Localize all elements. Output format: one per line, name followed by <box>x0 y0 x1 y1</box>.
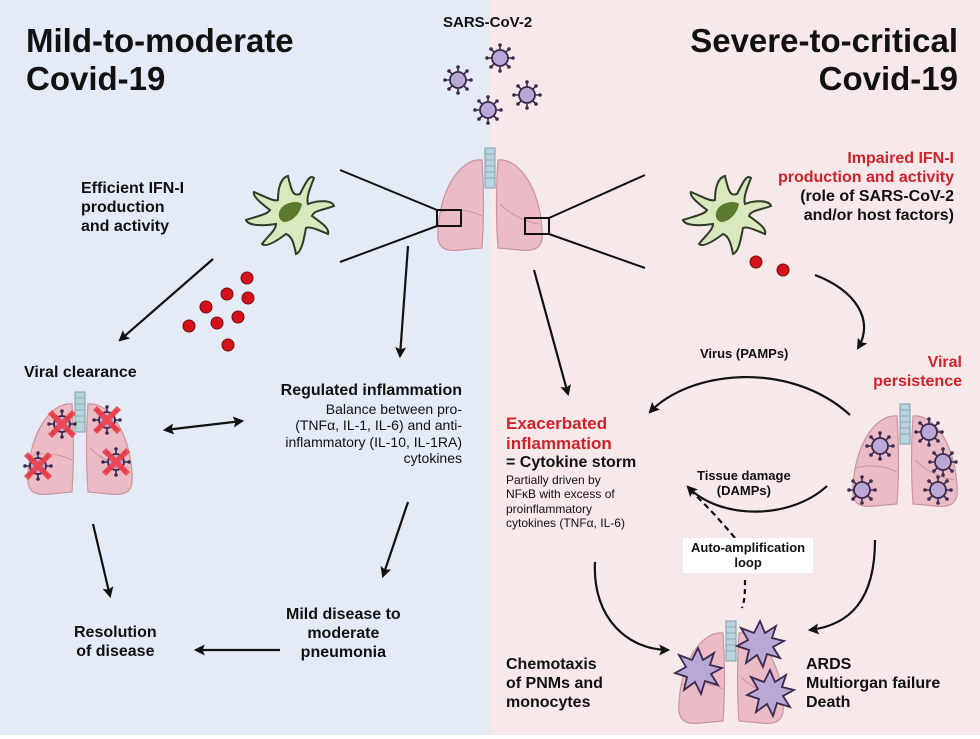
text-line: Impaired IFN-I <box>847 150 954 167</box>
impaired-ifn-label: Impaired IFN-I production and activity (… <box>778 150 954 226</box>
auto-amplification-box: Auto-amplification loop <box>683 538 814 573</box>
arrow-tissue-damage <box>686 485 828 513</box>
text-line: Tissue damage <box>697 468 791 483</box>
text-line: Partially driven by <box>506 472 601 487</box>
damaged-lungs-icon <box>674 620 795 725</box>
dendritic-cell-right-icon <box>682 175 772 255</box>
text-line: loop <box>734 555 762 571</box>
dashed-loop-connector <box>740 579 747 609</box>
text-line: of PNMs and <box>506 674 603 692</box>
text-line: (role of SARS-CoV-2 <box>800 187 954 205</box>
severe-title-line2: Covid-19 <box>818 59 958 97</box>
arrow-to-resolution <box>91 523 114 599</box>
mild-title-line2: Covid-19 <box>26 59 166 97</box>
text-line: and activity <box>81 217 170 235</box>
text-line: production <box>81 198 165 216</box>
viral-clearance-lungs-icon <box>22 391 133 496</box>
viral-persistence-label: Viral persistence <box>873 354 962 392</box>
arrow-to-mild-disease <box>380 501 410 579</box>
zoom-line <box>339 225 438 263</box>
arrow-to-ards <box>807 539 877 635</box>
text-line: Viral <box>927 354 962 371</box>
dendritic-cell-left-icon <box>245 175 335 255</box>
regulated-inflammation-block: Regulated inflammation Balance between p… <box>281 382 462 467</box>
mild-disease-label: Mild disease to moderate pneumonia <box>286 606 401 663</box>
text-line: proinflammatory <box>506 501 593 516</box>
text-line: moderate <box>307 624 380 642</box>
ifn-molecules-right <box>749 255 790 277</box>
text-line: NFκB with excess of <box>506 487 615 502</box>
text-line: cytokines <box>403 450 462 467</box>
regulated-inflammation-heading: Regulated inflammation <box>280 382 462 399</box>
virus-particle <box>472 94 504 126</box>
zoom-line <box>548 233 646 269</box>
ifn-molecules-left <box>182 271 255 352</box>
bottom-border <box>0 735 980 739</box>
outcomes-label: ARDS Multiorgan failure Death <box>806 656 940 713</box>
text-line: inflammatory (IL-10, IL-1RA) <box>285 433 462 450</box>
chemotaxis-label: Chemotaxis of PNMs and monocytes <box>506 656 603 713</box>
viral-persistence-lungs-icon <box>846 403 959 508</box>
virus-particle <box>442 64 474 96</box>
virus-particle <box>484 42 516 74</box>
mild-to-moderate-panel <box>0 0 490 735</box>
text-line: and/or host factors) <box>803 206 954 224</box>
severe-to-critical-panel <box>490 0 980 735</box>
resolution-label: Resolution of disease <box>74 624 157 662</box>
text-line: pneumonia <box>300 643 387 661</box>
bidirectional-arrow <box>162 416 245 435</box>
arrow-to-chemotaxis <box>593 561 671 656</box>
arrow-to-viral-persistence <box>814 273 868 350</box>
zoom-box-right <box>524 217 550 235</box>
text-line: cytokines (TNFα, IL-6) <box>506 516 625 531</box>
sars-cov-2-label: SARS-CoV-2 <box>443 14 533 31</box>
exacerbated-inflammation-block: Exacerbated inflammation = Cytokine stor… <box>506 414 636 531</box>
central-lungs-icon <box>437 147 543 252</box>
text-line: of disease <box>76 642 155 660</box>
severe-title-line1: Severe-to-critical <box>690 22 958 59</box>
cytokine-storm-label: = Cytokine storm <box>506 454 637 472</box>
efficient-ifn-label: Efficient IFN-I production and activity <box>81 180 184 237</box>
severe-title: Severe-to-critical Covid-19 <box>690 22 958 98</box>
text-line: Resolution <box>74 624 157 641</box>
arrow-to-viral-clearance <box>118 258 214 342</box>
text-line: Auto-amplification <box>691 540 806 555</box>
text-line: Death <box>806 693 851 711</box>
text-line: inflammation <box>506 434 612 454</box>
text-line: persistence <box>873 372 962 390</box>
text-line: Balance between pro- <box>325 400 462 417</box>
text-line: Exacerbated <box>506 414 608 433</box>
text-line: Multiorgan failure <box>806 674 941 692</box>
zoom-line <box>339 169 438 211</box>
zoom-line <box>548 174 646 219</box>
arrow-virus-pamps <box>648 376 851 416</box>
text-line: (TNFα, IL-1, IL-6) and anti- <box>295 417 462 434</box>
virus-pamps-label: Virus (PAMPs) <box>700 346 789 361</box>
arrow-to-regulated-inflammation <box>395 245 410 359</box>
mild-title-line1: Mild-to-moderate <box>26 22 294 59</box>
text-line: Efficient IFN-I <box>81 180 185 197</box>
arrow-to-exacerbated-inflammation <box>532 269 571 397</box>
text-line: Chemotaxis <box>506 656 597 673</box>
virus-particle <box>511 79 543 111</box>
viral-clearance-label: Viral clearance <box>24 364 137 381</box>
zoom-box-left <box>436 209 462 227</box>
text-line: (DAMPs) <box>716 483 771 499</box>
text-line: production and activity <box>777 168 954 186</box>
text-line: ARDS <box>806 656 852 673</box>
tissue-damage-label: Tissue damage (DAMPs) <box>697 468 791 499</box>
text-line: monocytes <box>506 693 591 711</box>
dashed-loop-arrow <box>689 489 736 539</box>
mild-title: Mild-to-moderate Covid-19 <box>26 22 294 98</box>
text-line: Mild disease to <box>286 606 401 623</box>
